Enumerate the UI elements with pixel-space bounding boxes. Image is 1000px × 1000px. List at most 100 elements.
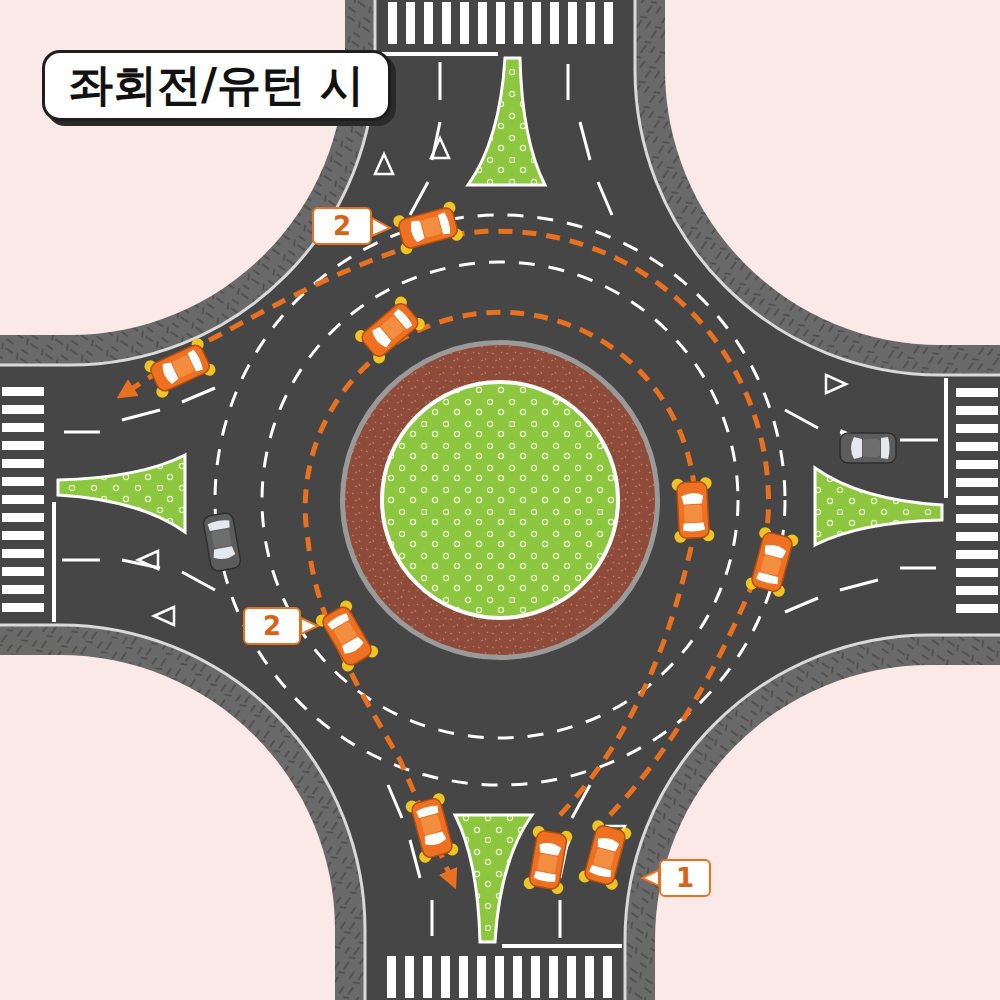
truck-apron [345,345,655,655]
splitter-island [455,815,532,942]
crosswalk-stripe [586,2,595,44]
crosswalk-stripe [2,495,44,504]
crosswalk-stripe [478,2,487,44]
callout-pointer [642,870,659,886]
title-box: 좌회전/유턴 시 [42,50,391,121]
callout-box: 2 [312,207,372,245]
car-roof [684,505,703,523]
orange-car [523,825,574,895]
yield-triangle [154,607,174,625]
approach-markings [58,58,942,942]
crosswalk-stripe [405,956,414,998]
callout-pointer [372,218,390,236]
car-roof [760,555,782,576]
windshield [851,437,862,459]
sidewalk [625,635,1000,1000]
corner [635,0,1000,375]
crosswalk [946,378,998,613]
car-roof [333,621,357,645]
orange-car [314,598,381,673]
crosswalk-stripe [550,2,559,44]
car-body [528,830,567,890]
car-body [840,433,896,463]
splitter-island [815,468,942,545]
crosswalk-stripe [2,513,44,522]
grey-car [202,512,241,572]
crosswalk-stripe [956,568,998,577]
yield-triangle [431,138,449,158]
callout-number: 1 [676,865,694,891]
sidewalk [0,625,365,1000]
crosswalk-stripe [513,956,522,998]
stop-line [502,944,622,948]
callout-pointer [301,618,318,634]
crosswalk-stripe [956,388,998,397]
car-body [397,206,459,249]
car-roof [211,529,232,549]
approach [375,58,612,215]
crosswalk-stripe [2,405,44,414]
corner [625,635,1000,1000]
rear-window [881,437,890,459]
crosswalk-stripe [956,604,998,613]
car-body [148,343,211,394]
crosswalk-stripe [423,956,432,998]
crosswalk-stripe [460,2,469,44]
crosswalk-stripe [549,956,558,998]
crosswalk-stripe [387,956,396,998]
lane-dash [62,560,215,590]
lane-dash [410,62,440,215]
ground [655,665,1000,1000]
crosswalk-stripe [568,2,577,44]
callout-box: 1 [659,859,711,897]
grey-car [840,433,896,463]
cars [143,200,896,895]
crosswalk-stripe [567,956,576,998]
crosswalk-stripe [956,478,998,487]
car-roof [380,315,405,340]
callout-box: 2 [243,607,301,645]
crosswalk-stripe [956,532,998,541]
crosswalk-stripe [2,459,44,468]
orange-car [671,477,714,543]
windshield [681,492,704,504]
crosswalk-stripe [585,956,594,998]
crosswalk-stripe [388,2,397,44]
crosswalk-stripe [2,441,44,450]
crosswalk-stripe [514,2,523,44]
crosswalk-stripe [477,956,486,998]
car-body [677,481,710,538]
lane-divider [262,262,738,738]
car-body [410,797,453,859]
crosswalk-stripe [956,442,998,451]
crosswalk-stripe [956,514,998,523]
crosswalk-stripe [956,496,998,505]
crosswalk-stripe [442,2,451,44]
car-roof [593,848,615,869]
curb-line [635,0,1000,375]
sidewalk [635,0,1000,375]
orange-car [404,792,459,864]
crosswalk-stripe [2,477,44,486]
u-turn-route [305,312,695,880]
yield-triangle [826,375,846,393]
crosswalk-stripe [2,531,44,540]
left-turn-route [125,231,768,815]
crosswalk-stripe [441,956,450,998]
car-body [750,531,793,593]
orange-car [143,336,218,399]
crosswalk-stripe [603,956,612,998]
yield-triangle [138,551,158,569]
corner [0,625,365,1000]
crosswalk-stripe [956,424,998,433]
car-roof [421,216,442,238]
yield-triangle [375,154,393,174]
title: 좌회전/유턴 시 [69,59,364,110]
car-body [359,301,421,360]
crosswalk-stripe [2,549,44,558]
callout-number: 2 [263,613,281,639]
lane-dash [785,568,936,612]
